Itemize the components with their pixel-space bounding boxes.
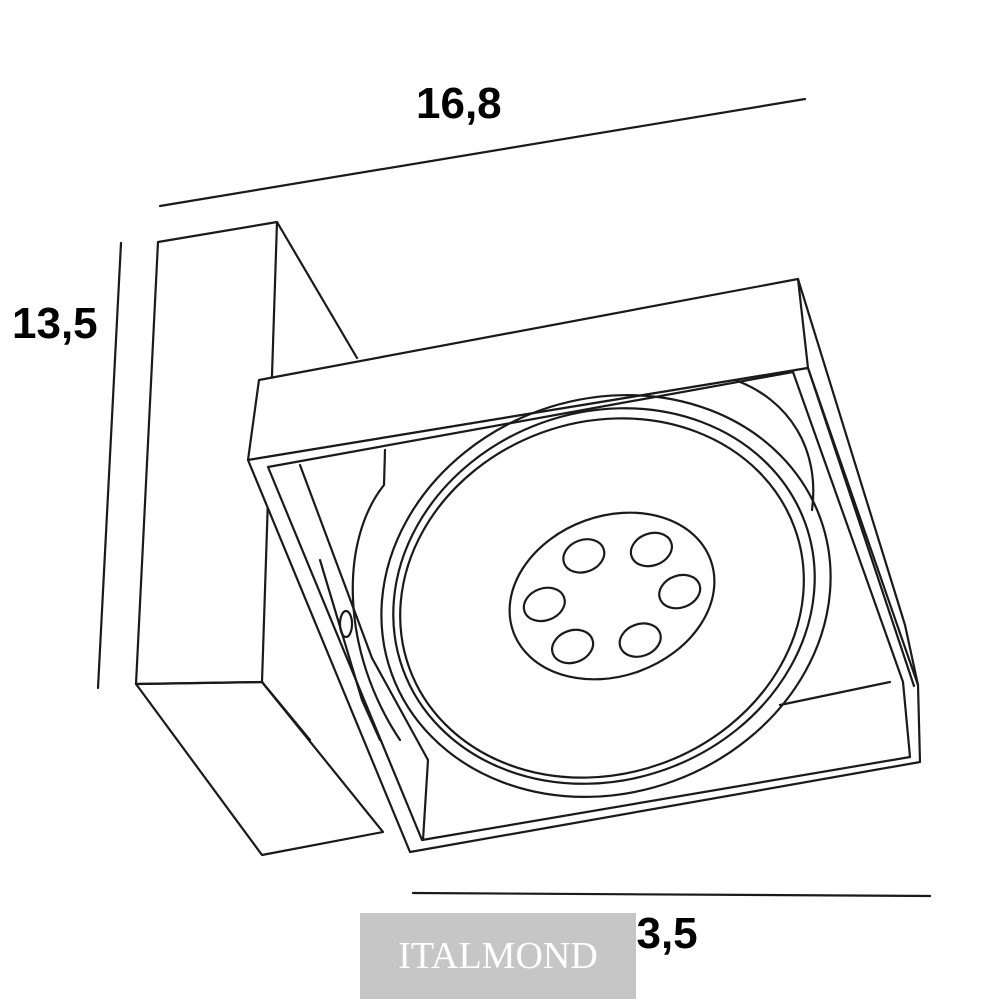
led-dot xyxy=(618,622,662,658)
watermark-logo: ITALMOND xyxy=(360,913,636,999)
lamp-lens xyxy=(399,417,805,779)
lamp-outer-ring xyxy=(380,394,832,798)
led-dot xyxy=(551,628,595,665)
dimension-line-left xyxy=(96,241,123,690)
led-array xyxy=(522,531,702,665)
dimension-line-bottom xyxy=(411,891,932,898)
led-dot xyxy=(562,538,606,574)
dimension-height-left: 13,5 xyxy=(12,299,98,348)
led-dot xyxy=(522,586,566,623)
led-dot xyxy=(629,531,673,568)
lamp-inner-ring xyxy=(392,407,816,785)
lamp-head xyxy=(246,277,922,854)
led-plate xyxy=(508,511,716,681)
dimension-line-top xyxy=(158,97,807,208)
dimension-width-top: 16,8 xyxy=(416,79,502,128)
mounting-base xyxy=(134,220,385,857)
watermark-text: ITALMOND xyxy=(398,935,598,977)
led-dot xyxy=(658,573,702,610)
lamp-module xyxy=(351,378,832,798)
